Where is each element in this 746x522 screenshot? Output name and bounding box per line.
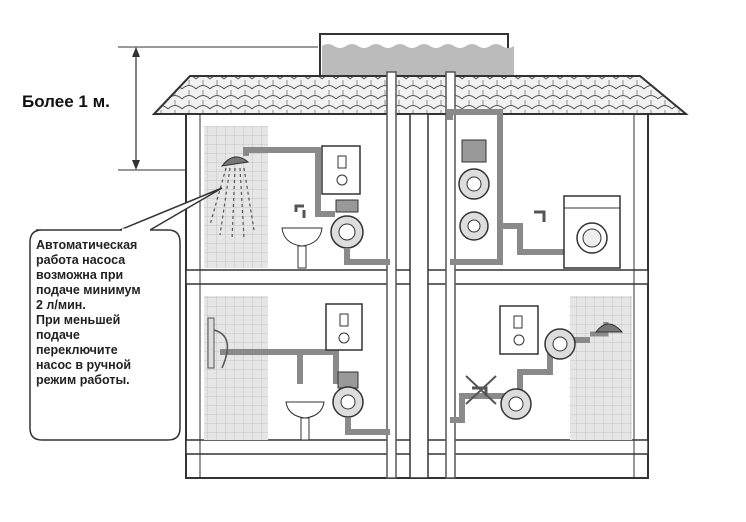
- room-bottom-right: [450, 305, 624, 423]
- water-heater-icon: [321, 145, 361, 195]
- callout-line: При меньшей: [36, 313, 121, 327]
- callout-bubble: [29, 187, 223, 441]
- main-pipes: [386, 71, 456, 479]
- water-heater-icon: [499, 305, 539, 355]
- roof: [151, 75, 689, 115]
- callout-line: 2 л/мин.: [36, 298, 86, 312]
- pump-icon: [459, 211, 489, 241]
- shower-head-icon: [590, 322, 624, 337]
- pump-icon: [544, 328, 576, 360]
- sink-icon: [281, 204, 323, 269]
- callout-line: насос в ручной: [36, 358, 132, 372]
- crossed-faucet-icon: [465, 375, 497, 405]
- callout-line: работа насоса: [36, 253, 126, 267]
- height-label: Более 1 м.: [22, 92, 110, 111]
- room-bottom-left: [207, 303, 390, 441]
- water-heater-icon: [325, 303, 363, 351]
- tile-wall-bottom-left: [204, 296, 268, 440]
- pump-icon: [332, 371, 364, 418]
- sink-icon: [285, 401, 325, 441]
- room-top-right: [447, 109, 621, 269]
- callout-line: переключите: [36, 343, 118, 357]
- callout-line: режим работы.: [36, 373, 130, 387]
- shower-head-icon: [209, 156, 255, 241]
- pump-icon: [330, 199, 364, 249]
- callout-line: подаче минимум: [36, 283, 141, 297]
- washing-machine-icon: [563, 195, 621, 269]
- callout-line: Автоматическая: [36, 238, 138, 252]
- callout-text: Автоматическая работа насоса возможна пр…: [36, 238, 176, 388]
- callout-line: подаче: [36, 328, 80, 342]
- pump-icon: [500, 388, 532, 420]
- shower-mixer-icon: [207, 317, 229, 369]
- tile-wall-bottom-right: [570, 296, 632, 440]
- callout-line: возможна при: [36, 268, 124, 282]
- room-top-left: [209, 145, 390, 269]
- pump-icon: [458, 139, 490, 200]
- water-tank: [319, 33, 514, 77]
